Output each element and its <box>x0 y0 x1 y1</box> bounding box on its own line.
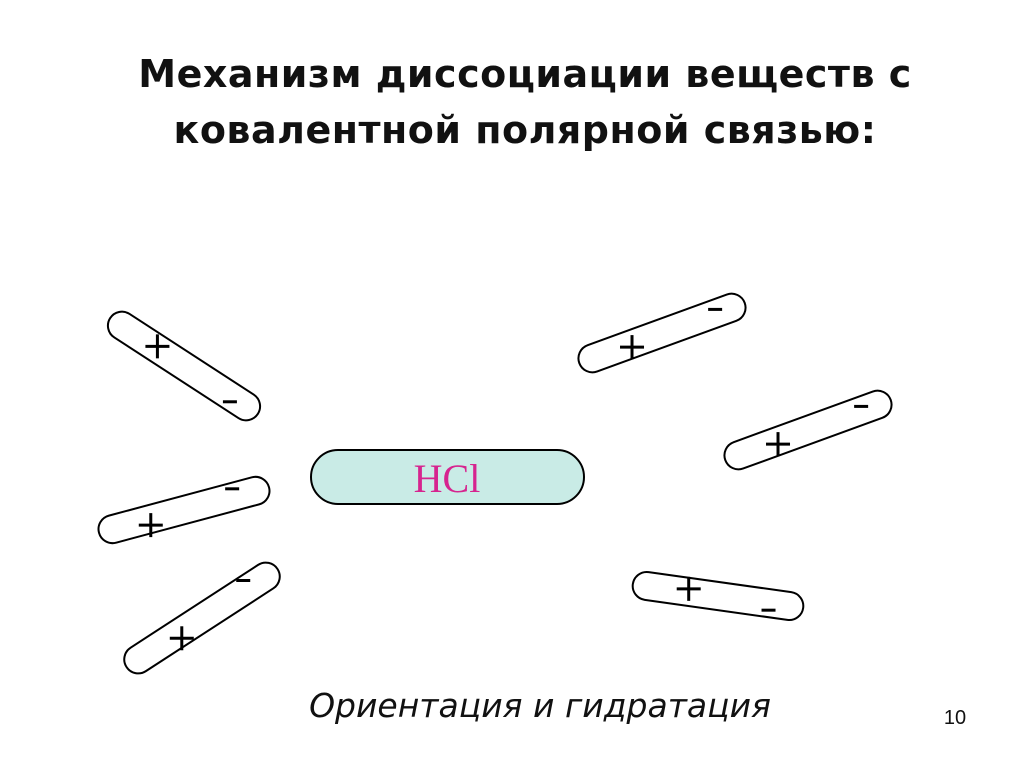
slide-title: Механизм диссоциации веществ с ковалентн… <box>90 46 960 158</box>
water-dipole <box>123 561 281 675</box>
title-line-1: Механизм диссоциации веществ с <box>138 52 912 96</box>
water-dipole-body <box>123 561 281 675</box>
positive-pole-sign <box>138 513 163 538</box>
positive-pole-sign <box>676 576 701 601</box>
positive-pole-sign <box>620 335 645 360</box>
water-dipole <box>723 389 893 471</box>
water-dipole-body <box>631 570 805 622</box>
positive-pole-sign <box>766 432 791 457</box>
positive-pole-sign <box>169 626 194 651</box>
hcl-molecule-label: HCl <box>414 456 481 501</box>
hcl-molecule: HCl <box>310 449 585 505</box>
water-dipole <box>97 475 271 545</box>
water-dipole-body <box>577 292 747 374</box>
title-line-2: ковалентной полярной связью: <box>173 108 877 152</box>
water-dipole-body <box>106 310 262 422</box>
water-dipole <box>631 570 805 622</box>
page-number: 10 <box>943 707 967 729</box>
water-dipole-body <box>723 389 893 471</box>
water-dipole <box>577 292 747 374</box>
water-dipole <box>106 310 262 422</box>
hcl-molecule-body <box>310 449 585 505</box>
slide-caption: Ориентация и гидратация <box>309 686 771 725</box>
positive-pole-sign <box>145 334 170 359</box>
water-dipole-body <box>97 475 271 545</box>
